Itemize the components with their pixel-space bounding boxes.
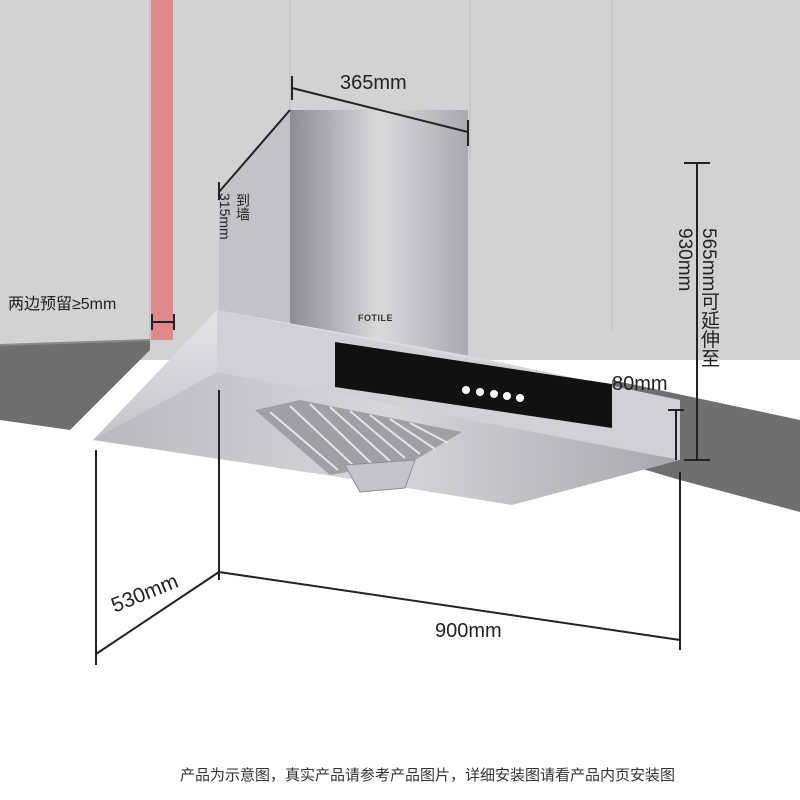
fan-low-icon[interactable] xyxy=(490,390,498,398)
width-label: 900mm xyxy=(435,620,502,642)
height-label: 565mm可延伸至 930mm xyxy=(672,228,720,367)
wall-panel-lines xyxy=(149,0,613,340)
chimney-side xyxy=(219,110,290,330)
hood-thickness-label: 80mm xyxy=(612,373,668,395)
dimension-lines xyxy=(95,76,710,665)
filter-slats xyxy=(269,403,449,471)
to-wall-label-line2: 315mm xyxy=(217,193,233,240)
chimney-front xyxy=(290,110,468,360)
fan-high-icon[interactable] xyxy=(503,392,511,400)
height-label-line1: 565mm可延伸至 xyxy=(698,228,719,368)
glass-control-panel xyxy=(335,342,612,428)
power-icon[interactable] xyxy=(462,386,470,394)
side-cabinet-strip xyxy=(151,0,173,340)
to-wall-label-line1: 到墙 xyxy=(235,193,251,221)
oil-cup xyxy=(344,459,416,493)
timer-icon[interactable] xyxy=(516,394,524,402)
grease-filter xyxy=(255,400,462,475)
side-gap-label: 两边预留≥5mm xyxy=(8,296,117,313)
cabinet-underside-left xyxy=(0,340,150,430)
to-wall-label: 到墙 315mm xyxy=(216,193,252,240)
light-icon[interactable] xyxy=(476,388,484,396)
footnote: 产品为示意图，真实产品请参考产品图片，详细安装图请看产品内页安装图 xyxy=(180,767,676,784)
height-label-line2: 930mm xyxy=(674,228,695,292)
control-buttons xyxy=(462,386,524,402)
brand-logo-text: FOTILE xyxy=(358,313,393,323)
chimney-width-label: 365mm xyxy=(340,72,407,94)
